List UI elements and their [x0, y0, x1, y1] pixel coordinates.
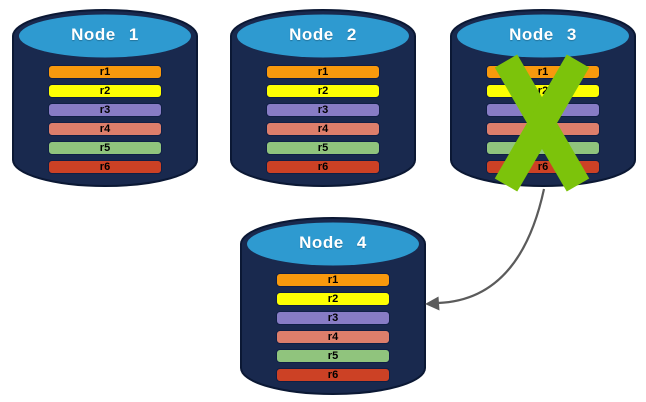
replica-rows: r1 r2 r3 r4 r5 r6: [266, 65, 380, 179]
row-bar-r1: r1: [266, 65, 380, 79]
row-bar-r6: r6: [276, 368, 390, 382]
node-2: Node 2 r1 r2 r3 r4 r5 r6: [228, 8, 418, 192]
row-bar-r1: r1: [276, 273, 390, 287]
node-4: Node 4 r1 r2 r3 r4 r5 r6: [238, 216, 428, 400]
node-title: Node 4: [299, 233, 367, 252]
row-bar-r6: r6: [266, 160, 380, 174]
row-bar-r4: r4: [276, 330, 390, 344]
row-bar-r2: r2: [276, 292, 390, 306]
node-title: Node 1: [71, 25, 139, 44]
row-bar-r4: r4: [266, 122, 380, 136]
node-title: Node 2: [289, 25, 357, 44]
node-3: Node 3 r1 r2 r3 r4 r5 r6: [448, 8, 638, 192]
replica-rows: r1 r2 r3 r4 r5 r6: [48, 65, 162, 179]
row-bar-r1: r1: [48, 65, 162, 79]
row-bar-r2: r2: [266, 84, 380, 98]
node-1: Node 1 r1 r2 r3 r4 r5 r6: [10, 8, 200, 192]
failure-x-icon: [494, 54, 590, 192]
row-bar-r5: r5: [276, 349, 390, 363]
row-bar-r3: r3: [266, 103, 380, 117]
row-bar-r5: r5: [266, 141, 380, 155]
replica-rows: r1 r2 r3 r4 r5 r6: [276, 273, 390, 387]
row-bar-r3: r3: [276, 311, 390, 325]
node-title: Node 3: [509, 25, 577, 44]
row-bar-r6: r6: [48, 160, 162, 174]
row-bar-r5: r5: [48, 141, 162, 155]
row-bar-r2: r2: [48, 84, 162, 98]
row-bar-r3: r3: [48, 103, 162, 117]
row-bar-r4: r4: [48, 122, 162, 136]
